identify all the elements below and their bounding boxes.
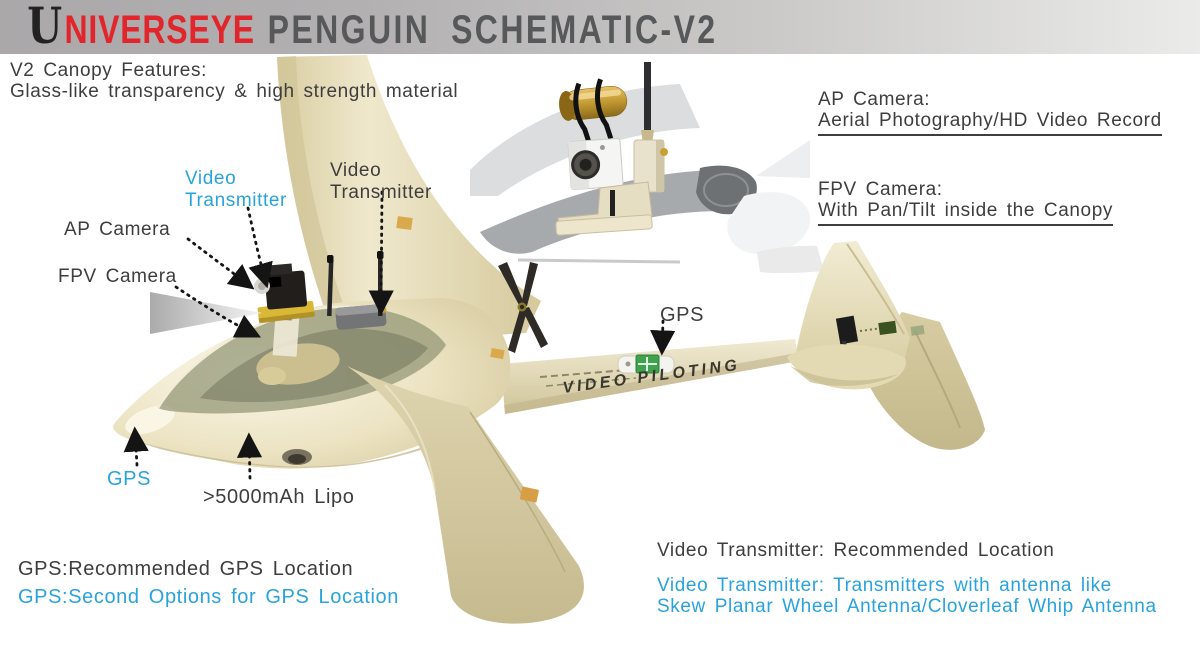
- detail-fpv-desc: With Pan/Tilt inside the Canopy: [818, 200, 1113, 226]
- inset-nose-pod: [727, 192, 811, 255]
- inset-far-wing: [756, 140, 810, 178]
- tail-fin: [796, 241, 910, 367]
- callout-video-tx: Video Transmitter: [330, 160, 432, 204]
- gps-module: [617, 354, 675, 374]
- canopy-note-line1: V2 Canopy Features:: [10, 60, 207, 81]
- tail-fin-crease: [846, 243, 905, 335]
- prop-blade-1: [498, 262, 524, 305]
- near-wing-edge-light: [384, 384, 436, 493]
- antenna-left: [327, 259, 334, 317]
- far-wing-servo-cover: [396, 216, 413, 231]
- boom-texture-2: [545, 377, 637, 387]
- tail-fairing-shade: [790, 366, 898, 386]
- near-wing: [347, 366, 584, 624]
- far-wing: [277, 55, 541, 339]
- belly-dome-core: [288, 454, 306, 464]
- tail-boom-shade: [504, 353, 799, 414]
- detail-ap-title: AP Camera:: [818, 89, 931, 110]
- callout-video-tx-alt-line2: Transmitter: [185, 190, 287, 211]
- prop-blade-3: [508, 309, 527, 353]
- clip-right: [594, 78, 614, 140]
- brand-logo-initial: U: [27, 0, 63, 55]
- title-schematic: SCHEMATIC-V2: [451, 8, 718, 52]
- inset-transmitter-shade: [656, 140, 664, 192]
- arrow-gps-boom: [650, 319, 676, 356]
- inset-spinner-ring: [703, 173, 749, 207]
- detail-ap-desc: Aerial Photography/HD Video Record: [818, 110, 1162, 136]
- arrow-gps-nose: [123, 426, 149, 467]
- tail-stabilizer-crease: [914, 330, 961, 429]
- ap-camera-top: [269, 263, 293, 276]
- fpv-camera-tower: [272, 315, 300, 357]
- gps-cross: [638, 357, 657, 371]
- ap-camera-lens: [268, 276, 282, 288]
- legend-vt-primary: Video Transmitter: Recommended Location: [657, 540, 1055, 561]
- tail-servo: [835, 315, 859, 345]
- inset-ground-line: [517, 258, 681, 264]
- inset-antenna-rod: [644, 62, 651, 134]
- callout-ap-camera: AP Camera: [64, 219, 171, 240]
- prop-blade-2: [521, 262, 538, 306]
- inset-wing-upper: [470, 84, 700, 196]
- callout-battery: >5000mAh Lipo: [203, 486, 355, 508]
- header-title: U NIVERSEYE PENGUIN SCHEMATIC-V2: [0, 1, 718, 53]
- ap-camera-body: [264, 263, 308, 310]
- arrow-fpv-camera: [174, 285, 262, 338]
- callout-arrows: [123, 190, 676, 480]
- inset-camera-lens-core: [579, 158, 592, 171]
- far-wing-shade: [277, 56, 355, 336]
- header-bar: U NIVERSEYE PENGUIN SCHEMATIC-V2: [0, 0, 1200, 54]
- propeller: [498, 262, 548, 353]
- brand-name: NIVERSEYE: [64, 8, 255, 52]
- detail-fpv-title: FPV Camera:: [818, 179, 943, 200]
- arrow-ap-camera: [186, 237, 255, 290]
- callout-gps-boom: GPS: [660, 304, 705, 326]
- callout-gps-nose: GPS: [107, 468, 152, 490]
- antenna-right: [378, 256, 383, 316]
- clip-left: [573, 82, 592, 144]
- near-wing-servo-cover: [519, 486, 539, 503]
- arrow-battery: [236, 432, 263, 480]
- camera-plate-edge: [258, 311, 315, 324]
- callout-video-tx-line2: Transmitter: [330, 182, 432, 203]
- callout-video-tx-alt-line1: Video: [185, 168, 237, 189]
- legend-vt-secondary-line2: Skew Planar Wheel Antenna/Cloverleaf Whi…: [657, 596, 1157, 617]
- antenna-left-tip: [327, 255, 334, 263]
- canopy-equipment-2: [258, 367, 286, 385]
- canopy-note-line2: Glass-like transparency & high strength …: [10, 81, 459, 102]
- gps-dot: [625, 361, 631, 367]
- ap-camera-box: [264, 270, 308, 310]
- tail-linkage-dotted: [859, 327, 883, 332]
- legend-gps-primary: GPS:Recommended GPS Location: [18, 558, 354, 580]
- arrow-video-tx-alt: [246, 206, 273, 289]
- fuselage-belly-shade: [134, 420, 480, 468]
- inset-mount-pin: [610, 190, 615, 216]
- callout-fpv-camera: FPV Camera: [58, 266, 177, 287]
- tail-horn-green-2: [910, 325, 925, 336]
- fpv-view-cone: [150, 292, 262, 334]
- tail-far-panel: [757, 245, 824, 274]
- detail-fpv-desc-text: With Pan/Tilt inside the Canopy: [818, 200, 1113, 226]
- tail-horn-green: [878, 320, 897, 336]
- prop-hub-core: [519, 304, 525, 310]
- detail-ap-desc-text: Aerial Photography/HD Video Record: [818, 110, 1162, 136]
- plane-render: [113, 55, 985, 624]
- arrow-video-tx: [368, 190, 394, 316]
- title-product: PENGUIN: [267, 8, 431, 52]
- callout-video-tx-alt: Video Transmitter: [185, 168, 287, 212]
- prop-blade-4: [522, 307, 548, 348]
- legend-vt-secondary-line1: Video Transmitter: Transmitters with ant…: [657, 575, 1112, 596]
- near-wing-servo-cover-2: [490, 348, 505, 360]
- callout-video-tx-line1: Video: [330, 160, 382, 181]
- legend-gps-secondary: GPS:Second Options for GPS Location: [18, 586, 399, 608]
- inset-mount-plate: [555, 214, 653, 236]
- inset-closeup: [470, 62, 811, 264]
- inset-camera-button: [599, 144, 605, 150]
- inset-gold-connector: [660, 148, 668, 156]
